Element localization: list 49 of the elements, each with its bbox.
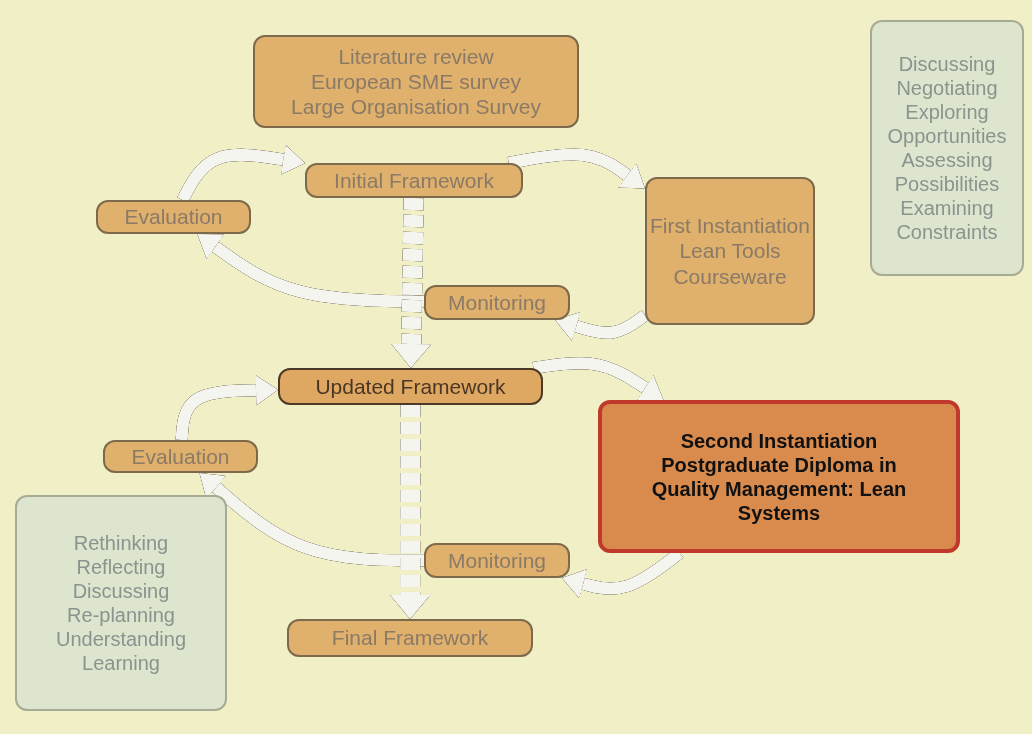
curved-arrow <box>197 234 425 308</box>
box-label: Courseware <box>673 263 787 289</box>
process-box <box>96 200 251 234</box>
dashed-block-arrow <box>391 197 432 368</box>
box-label: Lean Tools <box>679 238 781 264</box>
curved-arrow <box>532 357 664 401</box>
note-text: Opportunities <box>887 124 1007 148</box>
note-text: Discussing <box>898 52 996 76</box>
highlight-box <box>598 400 960 553</box>
box-label: Monitoring <box>447 547 547 574</box>
box-label: Second Instantiation <box>680 428 878 453</box>
note-text: Discussing <box>72 579 170 603</box>
process-box <box>253 35 579 128</box>
process-box <box>103 440 258 473</box>
box-label: European SME survey <box>310 68 522 95</box>
box-label: Postgraduate Diploma in Quality Management: Lean Systems <box>650 452 908 525</box>
note-text: Examining <box>900 196 994 220</box>
box-label: Literature review <box>338 43 494 69</box>
process-box <box>305 163 523 198</box>
note-text: Understanding <box>55 627 187 651</box>
note-text: Reflecting <box>76 555 166 579</box>
curved-arrow <box>177 144 305 203</box>
process-box <box>287 619 533 657</box>
box-label: Evaluation <box>131 443 230 470</box>
process-box <box>424 543 570 578</box>
note-text: Possibilities <box>894 172 1000 196</box>
note-text: Exploring <box>905 100 989 124</box>
curved-arrow <box>555 310 649 341</box>
process-box <box>424 285 570 320</box>
curved-arrow <box>199 473 425 567</box>
process-box <box>645 177 815 325</box>
box-label: Evaluation <box>124 204 223 230</box>
note-text: Assessing <box>901 148 993 172</box>
dashed-block-arrow <box>390 405 431 619</box>
box-label: Final Framework <box>331 625 489 651</box>
box-label: First Instantiation <box>650 213 810 239</box>
box-label: Large Organisation Survey <box>291 94 541 120</box>
box-label: Monitoring <box>447 289 547 316</box>
note-panel <box>870 20 1024 276</box>
curved-arrow <box>507 148 645 189</box>
note-text: Learning <box>82 651 160 675</box>
process-box <box>278 368 543 405</box>
box-label: Initial Framework <box>334 167 494 194</box>
note-text: Constraints <box>896 220 998 244</box>
note-panel <box>15 495 227 711</box>
note-text: Negotiating <box>896 76 998 100</box>
note-text: Rethinking <box>73 531 169 555</box>
note-text: Re-planning <box>67 603 175 627</box>
box-label: Updated Framework <box>315 373 506 400</box>
